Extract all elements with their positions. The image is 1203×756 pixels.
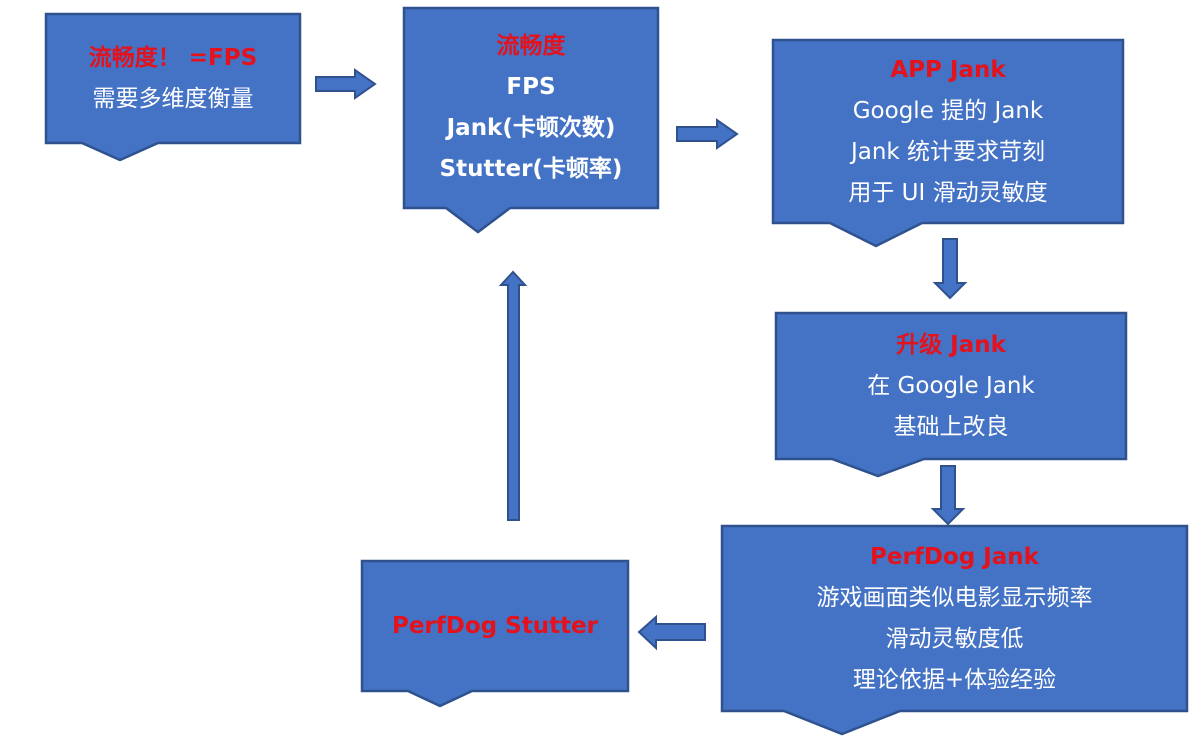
node-app-jank-shape <box>771 38 1125 248</box>
arrow-right-icon <box>315 68 377 100</box>
node-perfdog-stutter-shape <box>360 559 630 708</box>
node-fluency-not-fps-shape <box>44 12 302 162</box>
arrow-right-icon <box>676 118 739 150</box>
arrow-down-icon <box>930 465 966 526</box>
arrow-up-icon <box>498 270 528 521</box>
arrow-left-icon <box>637 614 706 651</box>
arrow-down-icon <box>932 238 968 300</box>
node-upgraded-jank-shape <box>774 311 1128 478</box>
node-perfdog-jank-shape <box>720 524 1189 736</box>
node-fluency-metrics-shape <box>402 6 660 234</box>
